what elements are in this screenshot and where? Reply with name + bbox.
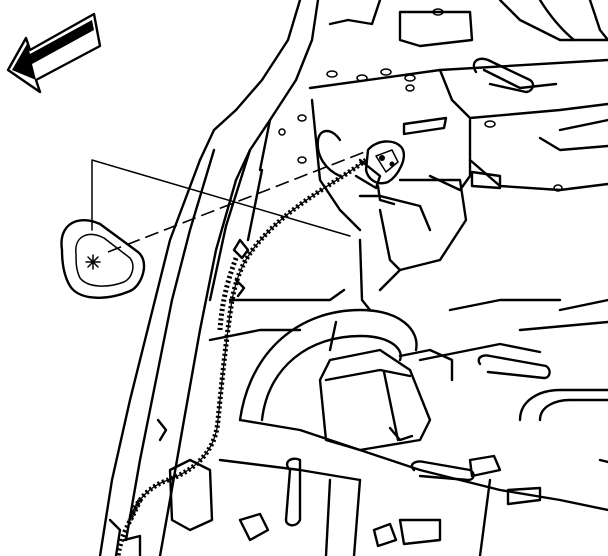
grommet-detail-callout (60, 145, 381, 299)
wiring-harness (108, 158, 368, 556)
floor-panel (218, 388, 608, 556)
wheel-housing (208, 288, 608, 452)
grommet-star-icon (85, 254, 101, 270)
front-direction-arrow-icon (6, 12, 102, 94)
body-panel (198, 0, 608, 312)
harness-grommet-connector (354, 140, 405, 206)
rear-pillar-panel (98, 118, 272, 556)
